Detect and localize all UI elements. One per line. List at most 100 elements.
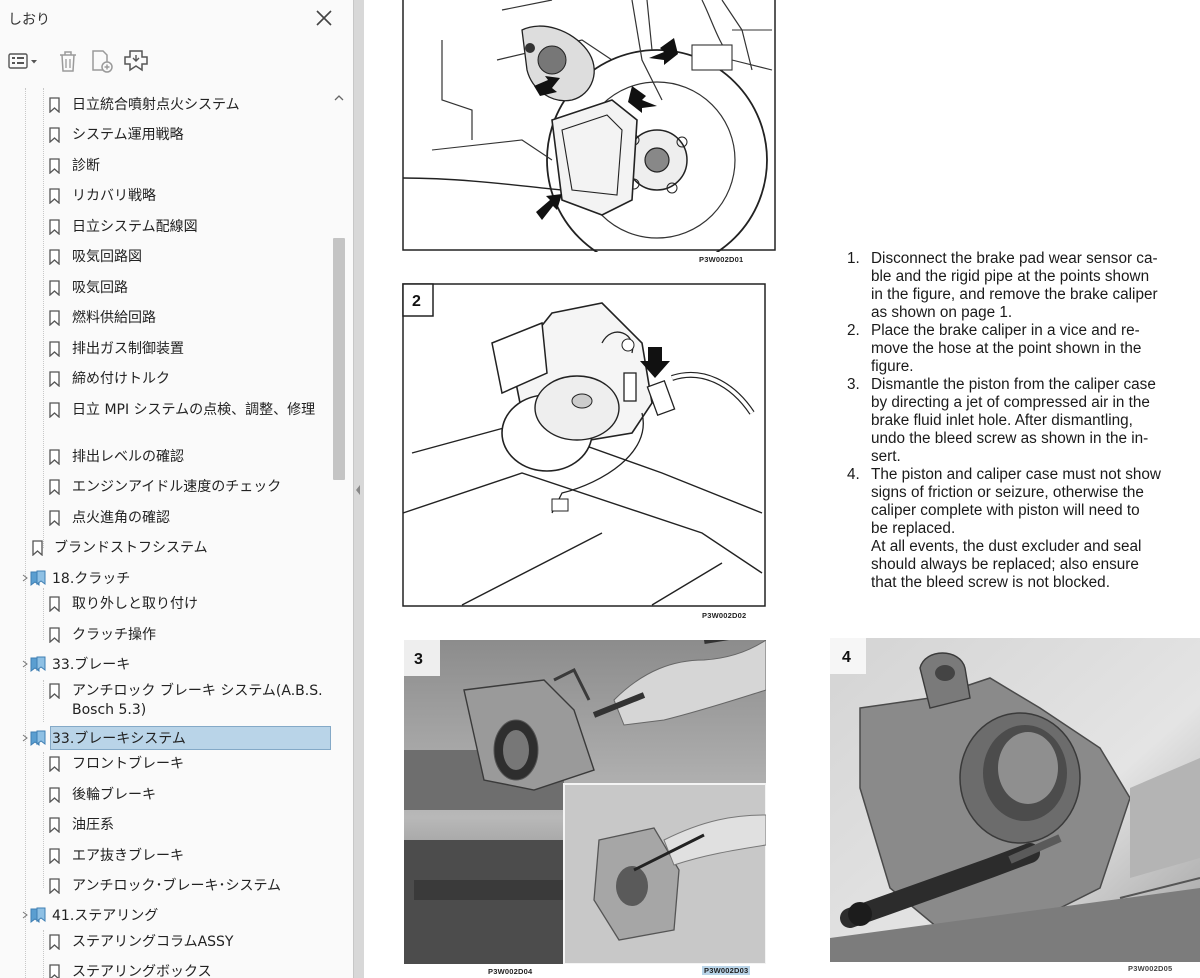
bookmark-label: 41.ステアリング	[52, 908, 159, 924]
bookmark-item[interactable]: ステアリングコラムASSY	[0, 928, 340, 958]
bookmark-label: 日立システム配線図	[72, 219, 198, 235]
tree-guide-line	[43, 680, 44, 722]
bookmark-group[interactable]: 18.クラッチ	[0, 565, 340, 595]
expand-toggle-icon[interactable]	[21, 660, 29, 668]
bookmark-label: エンジンアイドル速度のチェック	[72, 479, 282, 495]
bookmark-item[interactable]: 日立システム配線図	[0, 213, 340, 243]
step-number: 1.	[847, 250, 860, 267]
bookmark-item[interactable]: ステアリングボックス	[0, 958, 340, 978]
bookmark-item[interactable]: クラッチ操作	[0, 621, 340, 651]
bookmark-icon	[49, 848, 60, 864]
step-line: sert.	[871, 448, 901, 465]
bookmark-label: ステアリングコラムASSY	[72, 934, 234, 950]
bookmark-group[interactable]: 33.ブレーキ	[0, 651, 340, 681]
bookmark-icon	[49, 627, 60, 643]
step-line: At all events, the dust excluder and sea…	[871, 538, 1142, 555]
expand-toggle-icon[interactable]	[21, 574, 29, 582]
bookmark-label: 締め付けトルク	[72, 371, 170, 387]
bookmark-label: 日立 MPI システムの点検、調整、修理	[72, 402, 316, 418]
bookmark-label: ステアリングボックス	[72, 964, 212, 978]
expand-toggle-icon[interactable]	[21, 734, 29, 742]
figure-2-code: P3W002D02	[702, 611, 747, 620]
bookmark-item[interactable]: 締め付けトルク	[0, 365, 340, 395]
bookmark-item[interactable]: 後輪ブレーキ	[0, 781, 340, 811]
figure-2-drawing	[402, 283, 766, 607]
expand-bookmark-icon[interactable]	[121, 48, 151, 74]
step-line: that the bleed screw is not blocked.	[871, 574, 1110, 591]
bookmark-item[interactable]: 吸気回路	[0, 274, 340, 304]
collapse-panel-icon[interactable]	[355, 484, 361, 496]
delete-bookmark-icon[interactable]	[56, 48, 80, 74]
bookmark-label: 点火進角の確認	[72, 510, 170, 526]
step-number: 2.	[847, 322, 860, 339]
step-line: undo the bleed screw as shown in the in-	[871, 430, 1149, 447]
bookmark-item[interactable]: エンジンアイドル速度のチェック	[0, 473, 340, 503]
step-line: Dismantle the piston from the caliper ca…	[871, 376, 1156, 393]
bookmark-item[interactable]: 取り外しと取り付け	[0, 590, 340, 620]
bookmark-scrollbar[interactable]	[330, 88, 350, 978]
bookmark-label: 排出ガス制御装置	[72, 341, 184, 357]
bookmark-icon	[49, 756, 60, 772]
bookmark-item[interactable]: 排出ガス制御装置	[0, 335, 340, 365]
expand-toggle-icon[interactable]	[21, 911, 29, 919]
selection-highlight	[50, 726, 331, 750]
bookmark-icon	[49, 479, 60, 495]
bookmark-icon	[49, 402, 60, 418]
bookmark-item[interactable]: アンチロック･ブレーキ･システム	[0, 872, 340, 902]
bookmark-icon	[32, 540, 43, 556]
bookmark-item[interactable]: 点火進角の確認	[0, 504, 340, 534]
figure-4-number: 4	[842, 649, 851, 666]
bookmark-icon	[49, 449, 60, 465]
new-bookmark-icon[interactable]	[88, 48, 116, 74]
bookmark-icon	[49, 878, 60, 894]
bookmark-item[interactable]: ブランドストフシステム	[0, 534, 340, 564]
bookmark-label: 排出レベルの確認	[72, 449, 184, 465]
bookmark-item[interactable]: フロントブレーキ	[0, 750, 340, 780]
bookmark-item[interactable]: エア抜きブレーキ	[0, 842, 340, 872]
document-page: P3W002D01 2 P3W002D02	[364, 0, 1200, 978]
step-2: 2. Place the brake caliper in a vice and…	[845, 322, 1193, 376]
bookmark-group-selected[interactable]: 33.ブレーキシステム	[0, 725, 340, 755]
bookmark-item[interactable]: 日立統合噴射点火システム	[0, 91, 340, 121]
bookmark-item[interactable]: 油圧系	[0, 811, 340, 841]
bookmark-item[interactable]: リカバリ戦略	[0, 182, 340, 212]
scrollbar-thumb[interactable]	[333, 238, 345, 480]
bookmark-item[interactable]: 吸気回路図	[0, 243, 340, 273]
figure-1-drawing	[402, 0, 776, 252]
bookmark-item[interactable]: 燃料供給回路	[0, 304, 340, 334]
step-number: 3.	[847, 376, 860, 393]
bookmark-group[interactable]: 41.ステアリング	[0, 902, 340, 932]
bookmark-icon	[49, 787, 60, 803]
bookmark-tree: 日立統合噴射点火システム システム運用戦略 診断 リカバリ戦略 日立システム配線…	[0, 88, 340, 978]
bookmark-label: ブランドストフシステム	[54, 540, 208, 556]
bookmark-label: 後輪ブレーキ	[72, 787, 156, 803]
figure-2-number: 2	[412, 293, 421, 310]
tree-guide-line	[43, 752, 44, 888]
step-line: move the hose at the point shown in the	[871, 340, 1142, 357]
close-icon[interactable]	[312, 6, 336, 30]
bookmark-label: 診断	[72, 158, 100, 174]
bookmark-item[interactable]: アンチロック ブレーキ システム(A.B.S. Bosch 5.3)	[0, 677, 340, 723]
figure-3-code-main: P3W002D04	[488, 967, 533, 976]
bookmark-icon	[49, 683, 60, 699]
bookmark-item[interactable]: 日立 MPI システムの点検、調整、修理	[0, 396, 340, 442]
step-line: as shown on page 1.	[871, 304, 1013, 321]
bookmark-item[interactable]: 診断	[0, 152, 340, 182]
chevron-up-icon[interactable]	[333, 92, 345, 104]
bookmark-label: 18.クラッチ	[52, 571, 131, 587]
bookmark-icon	[49, 371, 60, 387]
bookmark-label: 33.ブレーキシステム	[52, 731, 186, 747]
bookmark-item[interactable]: システム運用戦略	[0, 121, 340, 151]
bookmark-group-icon	[30, 656, 46, 672]
options-menu-icon[interactable]	[8, 48, 40, 74]
bookmark-icon	[49, 127, 60, 143]
bookmark-icon	[49, 934, 60, 950]
bookmark-item[interactable]: 排出レベルの確認	[0, 443, 340, 473]
figure-3-number: 3	[414, 651, 423, 668]
bookmark-icon	[49, 817, 60, 833]
figure-3-photo	[404, 640, 766, 964]
step-line: ble and the rigid pipe at the points sho…	[871, 268, 1150, 285]
step-line: be replaced.	[871, 520, 956, 537]
figure-4-code: P3W002D05	[1128, 964, 1173, 973]
procedure-steps: 1. Disconnect the brake pad wear sensor …	[845, 250, 1193, 592]
